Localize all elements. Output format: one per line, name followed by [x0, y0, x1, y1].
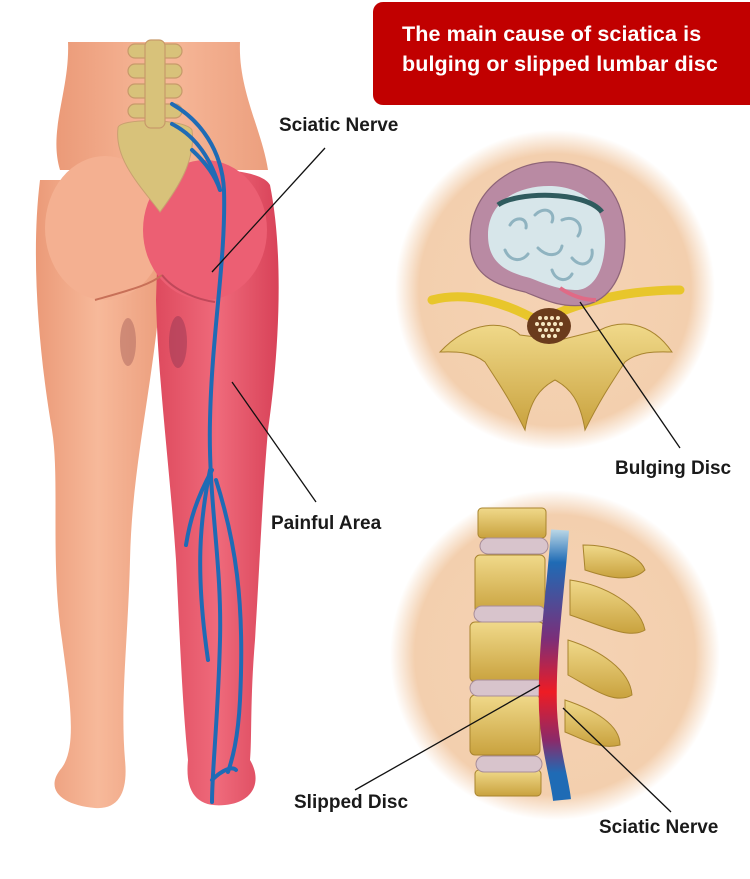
slipped-disc-leader-line	[354, 684, 541, 791]
sciatic-nerve-leader-line	[211, 147, 326, 273]
disc-cross-section	[395, 130, 715, 450]
spine-side-view	[390, 490, 720, 820]
headline-line-2: bulging or slipped lumbar disc	[402, 52, 718, 76]
label-painful-area: Painful Area	[271, 513, 382, 534]
label-sciatic-nerve-bottom: Sciatic Nerve	[599, 817, 719, 838]
label-slipped-disc: Slipped Disc	[294, 792, 409, 813]
label-bulging-disc: Bulging Disc	[615, 458, 732, 479]
headline-banner: The main cause of sciatica is bulging or…	[373, 2, 750, 105]
label-sciatic-nerve-top: Sciatic Nerve	[279, 115, 399, 136]
bulging-disc-leader-line	[579, 301, 681, 449]
body-back-view	[35, 39, 279, 809]
headline-line-1: The main cause of sciatica is	[402, 22, 702, 46]
painful-area-leader-line	[231, 381, 317, 503]
sciatic-nerve-bottom-leader-line	[562, 707, 672, 813]
